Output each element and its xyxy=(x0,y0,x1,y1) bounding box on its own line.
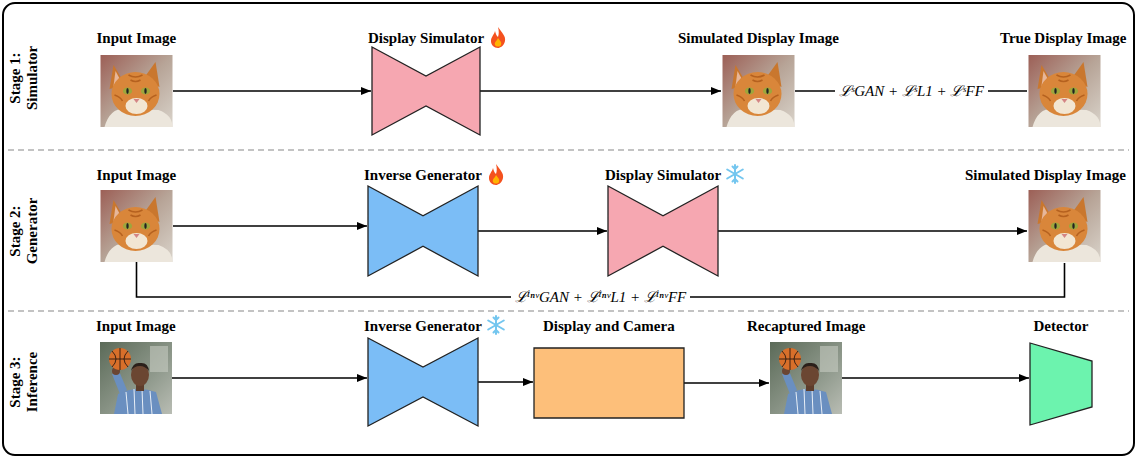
stage-label: Stage 3: Inference xyxy=(7,337,41,427)
cat-photo xyxy=(1029,190,1101,262)
detector-block: Detector xyxy=(1030,343,1092,425)
stage-band: Stage 1: SimulatorInput ImageDisplay Sim… xyxy=(8,6,1130,150)
image-node: Input Image xyxy=(100,190,173,262)
cat-photo xyxy=(723,55,795,127)
cat-photo xyxy=(1029,55,1101,127)
image-node: Input Image xyxy=(100,342,172,414)
flame-icon xyxy=(486,163,506,185)
node-outline xyxy=(368,186,478,276)
image-node: True Display Image xyxy=(1028,55,1101,127)
connector-arrow xyxy=(478,381,533,383)
node-outline xyxy=(372,47,480,135)
outer-frame xyxy=(3,3,1134,455)
stage-band: Stage 2: GeneratorInput ImageInverse Gen… xyxy=(8,150,1130,311)
simulator-network: Display Simulator xyxy=(608,186,718,276)
person-photo xyxy=(770,342,842,414)
flame-icon xyxy=(488,26,508,48)
connector-arrow xyxy=(842,377,1029,379)
generator-network: Inverse Generator xyxy=(368,338,478,426)
column-heading: Input Image xyxy=(97,29,177,47)
connector-arrow xyxy=(172,377,367,379)
loss-label: ℒˢGAN + ℒˢL1 + ℒˢFF xyxy=(835,82,988,100)
snowflake-icon xyxy=(725,164,745,184)
node-outline xyxy=(534,348,684,418)
column-heading: Detector xyxy=(1034,317,1089,335)
image-node: Recaptured Image xyxy=(770,342,842,414)
image-node: Input Image xyxy=(100,55,173,127)
column-heading: True Display Image xyxy=(1000,29,1126,47)
process-box: Display and Camera xyxy=(534,348,684,418)
snowflake-icon xyxy=(486,315,506,335)
connector-arrow xyxy=(173,225,367,227)
connector-arrow xyxy=(684,382,769,384)
column-heading: Input Image xyxy=(97,166,177,184)
column-heading: Inverse Generator xyxy=(364,166,482,184)
stage-divider xyxy=(8,310,1129,311)
generator-network: Inverse Generator xyxy=(368,186,478,276)
connector-arrow xyxy=(480,90,721,92)
node-outline xyxy=(1030,343,1092,425)
column-heading: Display and Camera xyxy=(543,317,675,335)
image-node: Simulated Display Image xyxy=(1028,190,1101,262)
node-outline xyxy=(368,338,478,426)
person-photo xyxy=(100,342,172,414)
connector-arrow xyxy=(173,90,371,92)
connector-arrow xyxy=(478,230,607,232)
cat-photo xyxy=(101,190,173,262)
image-node: Simulated Display Image xyxy=(722,55,795,127)
column-heading: Input Image xyxy=(96,317,176,335)
column-heading: Display Simulator xyxy=(605,166,721,184)
column-heading: Recaptured Image xyxy=(747,317,865,335)
node-outline xyxy=(608,186,718,276)
cat-photo xyxy=(101,55,173,127)
stage-divider xyxy=(8,149,1129,150)
simulator-network: Display Simulator xyxy=(372,47,480,135)
loss-label: ℒⁱⁿᵛGAN + ℒⁱⁿᵛL1 + ℒⁱⁿᵛFF xyxy=(511,288,690,306)
connector-arrow xyxy=(718,230,1027,232)
column-heading: Display Simulator xyxy=(368,29,484,47)
column-heading: Inverse Generator xyxy=(364,317,482,335)
stage-label: Stage 1: Simulator xyxy=(7,33,41,123)
column-heading: Simulated Display Image xyxy=(965,166,1126,184)
stage-label: Stage 2: Generator xyxy=(7,186,41,276)
stage-band: Stage 3: InferenceInput ImageInverse Gen… xyxy=(8,311,1130,453)
column-heading: Simulated Display Image xyxy=(678,29,839,47)
